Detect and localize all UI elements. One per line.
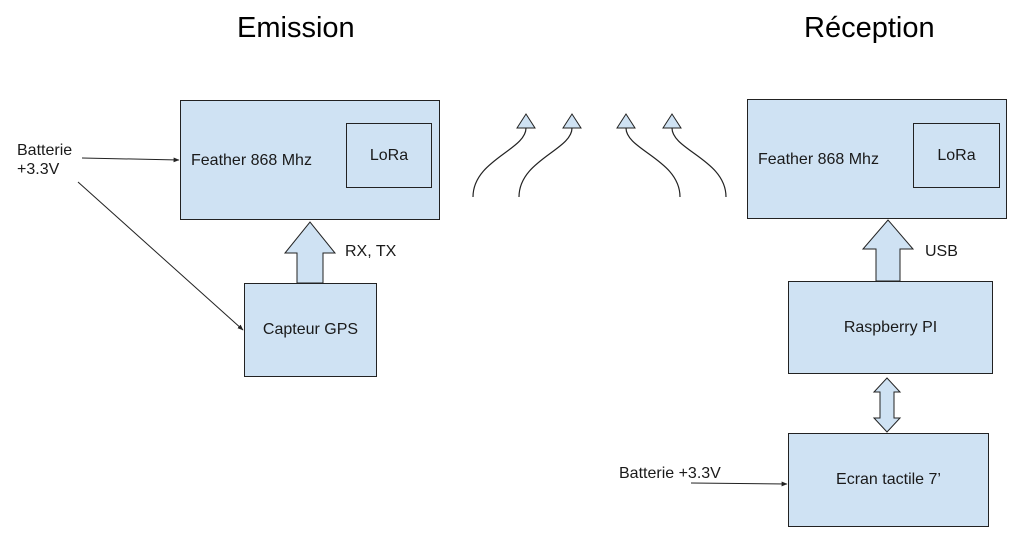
radio-wave-2 <box>518 127 573 198</box>
reception-lora-label: LoRa <box>937 146 976 164</box>
raspberry-pi-label: Raspberry PI <box>843 318 938 336</box>
usb-block-arrow <box>861 219 915 282</box>
radio-wave-tip-2 <box>562 113 582 129</box>
touch-screen-label: Ecran tactile 7’ <box>836 471 941 488</box>
rx-tx-block-arrow <box>283 221 337 284</box>
raspberry-pi-box: Raspberry PI <box>788 281 993 374</box>
touch-screen-box: Ecran tactile 7’ <box>788 433 989 527</box>
reception-feather-box: Feather 868 Mhz <box>747 99 1007 219</box>
title-emission: Emission <box>237 12 355 44</box>
emission-battery-label-2: +3.3V <box>17 161 60 178</box>
battery-to-gps-arrow <box>77 181 244 331</box>
gps-sensor-box: Capteur GPS <box>244 283 377 377</box>
reception-feather-label: Feather 868 Mhz <box>758 151 879 168</box>
radio-waves <box>472 127 727 198</box>
radio-wave-tip-1 <box>516 113 536 129</box>
title-reception: Réception <box>804 12 935 44</box>
raspberry-screen-double-arrow <box>872 377 902 433</box>
radio-wave-1 <box>472 127 527 198</box>
battery-to-feather-arrow <box>81 157 180 163</box>
emission-feather-label: Feather 868 Mhz <box>191 152 312 169</box>
emission-lora-label: LoRa <box>369 146 409 164</box>
emission-feather-box: Feather 868 Mhz <box>180 100 440 220</box>
reception-lora-box: LoRa <box>913 123 1000 188</box>
emission-lora-box: LoRa <box>346 123 432 188</box>
radio-wave-tip-4 <box>662 113 682 129</box>
radio-wave-tip-3 <box>616 113 636 129</box>
radio-wave-3 <box>625 127 681 198</box>
emission-battery-label-1: Batterie <box>17 142 73 159</box>
reception-battery-label: Batterie +3.3V <box>619 465 721 482</box>
battery-to-screen-arrow <box>690 481 788 487</box>
radio-wave-4 <box>671 127 727 198</box>
rx-tx-label: RX, TX <box>345 243 397 260</box>
usb-label: USB <box>925 243 958 260</box>
gps-sensor-label: Capteur GPS <box>262 321 359 338</box>
